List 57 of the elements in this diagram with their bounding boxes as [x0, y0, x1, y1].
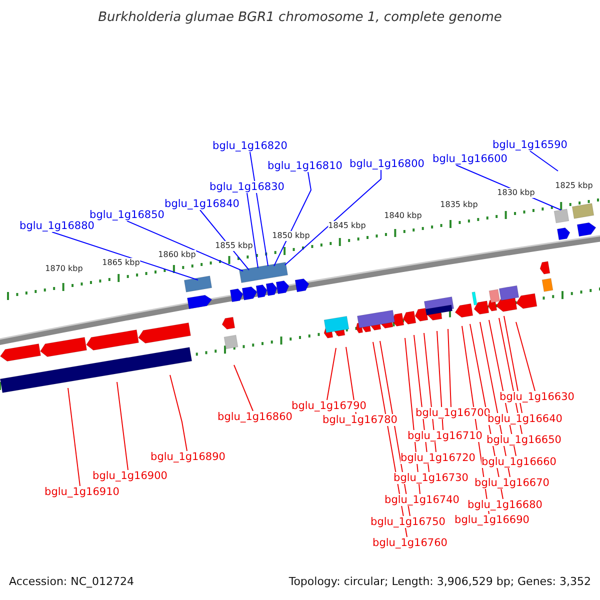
scale-label: 1840 kbp [384, 211, 422, 221]
leader-line [436, 330, 444, 430]
leader-line [504, 316, 522, 414]
leader-line [284, 170, 382, 266]
gene-label: bglu_1g16690 [454, 514, 530, 526]
gene-label: bglu_1g16600 [432, 153, 508, 165]
gene-label: bglu_1g16800 [350, 158, 424, 170]
leader-line [250, 152, 268, 266]
gene-label: bglu_1g16740 [384, 494, 460, 506]
scale-label: 1830 kbp [497, 188, 535, 198]
gene-label: bglu_1g16760 [372, 537, 448, 549]
leader-line [448, 328, 452, 408]
scale-label: 1845 kbp [328, 221, 366, 231]
gene-label: bglu_1g16830 [210, 181, 284, 193]
scale-label: 1825 kbp [555, 181, 593, 191]
gene-label: bglu_1g16700 [416, 407, 490, 419]
leader-line [516, 322, 536, 392]
leader-line [52, 232, 198, 280]
footer-text: Topology: circular; Length: 3,906,529 bp; Genes: 3,352 [288, 575, 591, 588]
gene-label: bglu_1g16850 [90, 209, 164, 221]
gene-label: bglu_1g16890 [150, 451, 226, 463]
gene-label: bglu_1g16660 [482, 456, 556, 468]
gene-label: bglu_1g16720 [400, 452, 476, 464]
gene-label: bglu_1g16880 [20, 220, 94, 232]
gene-label: bglu_1g16710 [408, 430, 482, 442]
scale-label: 1835 kbp [440, 200, 478, 210]
leader-line [126, 220, 244, 272]
scale-label: 1870 kbp [45, 264, 83, 274]
leader-line [246, 192, 258, 268]
footer-text: Accession: NC_012724 [9, 575, 134, 588]
scale-label: 1855 kbp [215, 241, 253, 251]
leader-line [116, 382, 128, 470]
leader-line [68, 388, 80, 486]
gene-label: bglu_1g16840 [164, 198, 240, 210]
gene-label: bglu_1g16820 [212, 140, 288, 152]
scale-label: 1860 kbp [158, 250, 196, 260]
gene-label: bglu_1g16650 [486, 434, 562, 446]
leader-line [170, 374, 188, 452]
gene-label: bglu_1g16630 [500, 391, 574, 403]
gene-label: bglu_1g16670 [474, 477, 550, 489]
scale-label: 1850 kbp [272, 231, 310, 241]
leader-line [274, 172, 312, 266]
gene-label: bglu_1g16750 [370, 516, 446, 528]
leader-line [234, 364, 254, 412]
leader-line [530, 150, 558, 172]
gene-label: bglu_1g16730 [394, 472, 468, 484]
gene-label: bglu_1g16790 [292, 400, 366, 412]
scale-label: 1865 kbp [102, 258, 140, 268]
gene-label: bglu_1g16910 [44, 486, 120, 498]
gene-label: bglu_1g16780 [322, 414, 398, 426]
gene-label: bglu_1g16680 [468, 499, 542, 511]
gene-label: bglu_1g16590 [492, 139, 568, 151]
leader-line [326, 348, 336, 400]
gene-label: bglu_1g16640 [488, 413, 562, 425]
gene-label: bglu_1g16900 [92, 470, 168, 482]
gene-label: bglu_1g16860 [218, 411, 292, 423]
gene-label: bglu_1g16810 [268, 160, 342, 172]
